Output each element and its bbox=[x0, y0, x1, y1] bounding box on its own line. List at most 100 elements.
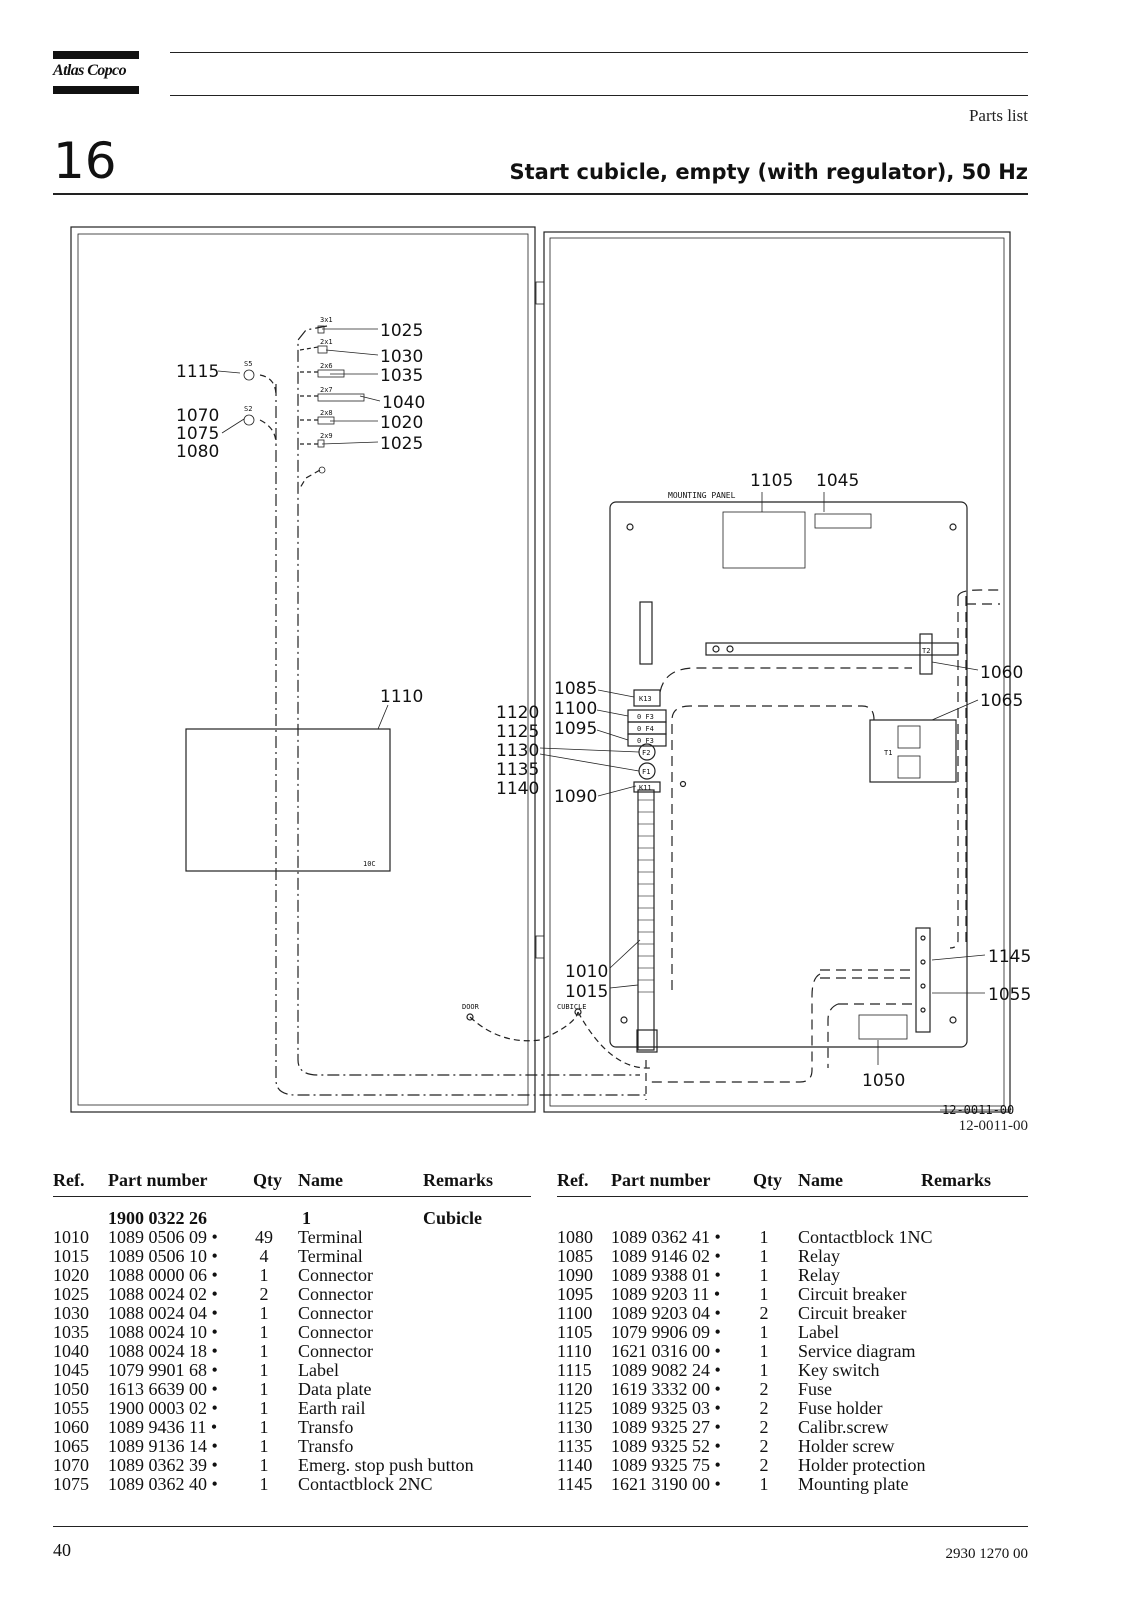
logo-bar-top bbox=[53, 51, 139, 59]
label-cubicle: CUBICLE bbox=[557, 1003, 587, 1011]
cell-ref: 1025 bbox=[53, 1284, 89, 1304]
callout-1090: 1090 bbox=[554, 787, 597, 807]
cell-ref: 1140 bbox=[557, 1455, 593, 1475]
col-header-ref: Ref. bbox=[53, 1170, 85, 1190]
cell-name: Fuse bbox=[798, 1379, 833, 1399]
callout-1145: 1145 bbox=[988, 947, 1031, 967]
callout-1065: 1065 bbox=[980, 691, 1023, 711]
cell-ref: 1080 bbox=[557, 1227, 593, 1247]
cell-part: 1089 9325 27 • bbox=[611, 1417, 721, 1437]
cell-name: Relay bbox=[798, 1265, 840, 1285]
cell-qty: 1 bbox=[759, 1474, 769, 1494]
cell-name: Calibr.screw bbox=[798, 1417, 889, 1437]
cell-name: Connector bbox=[298, 1265, 373, 1285]
cell-name: Earth rail bbox=[298, 1398, 366, 1418]
cell-qty: 1 bbox=[759, 1265, 769, 1285]
cell-ref: 1015 bbox=[53, 1246, 89, 1266]
cell-ref: 1040 bbox=[53, 1341, 89, 1361]
callout-1095: 1095 bbox=[554, 719, 597, 739]
cell-ref: 1010 bbox=[53, 1227, 89, 1247]
cubicle-drawing: 1025 1030 1035 1040 1020 1025 1115 1070 … bbox=[70, 226, 1031, 1117]
cell-ref: 1085 bbox=[557, 1246, 593, 1266]
cell-qty: 4 bbox=[259, 1246, 269, 1266]
callout-1100: 1100 bbox=[554, 699, 597, 719]
col-header-name: Name bbox=[298, 1170, 343, 1190]
cell-part: 1089 9136 14 • bbox=[108, 1436, 218, 1456]
cell-ref: 1045 bbox=[53, 1360, 89, 1380]
callout-1070: 1070 bbox=[176, 406, 219, 426]
cell-part: 1619 3332 00 • bbox=[611, 1379, 721, 1399]
col-header-qty: Qty bbox=[253, 1170, 282, 1190]
cell-part: 1900 0003 02 • bbox=[108, 1398, 218, 1418]
din-rail-top bbox=[639, 601, 653, 665]
door-outline bbox=[70, 226, 536, 1113]
cell-ref: 1070 bbox=[53, 1455, 89, 1475]
cell-name: Contactblock 2NC bbox=[298, 1474, 433, 1494]
cell-ref: 1090 bbox=[557, 1265, 593, 1285]
cell-ref: 1110 bbox=[557, 1341, 592, 1361]
cell-part: 1088 0000 06 • bbox=[108, 1265, 218, 1285]
drawing-code: 12-0011-00 bbox=[958, 1118, 1028, 1134]
cell-ref: 1130 bbox=[557, 1417, 593, 1437]
label-door: DOOR bbox=[462, 1003, 480, 1011]
callout-1085: 1085 bbox=[554, 679, 597, 699]
cell-name: Emerg. stop push button bbox=[298, 1455, 474, 1475]
cell-qty: 1 bbox=[259, 1436, 269, 1456]
col-header-part: Part number bbox=[611, 1170, 711, 1190]
cell-qty: 2 bbox=[259, 1284, 269, 1304]
cell-part: 1088 0024 18 • bbox=[108, 1341, 218, 1361]
assembly-part: 1900 0322 26 bbox=[108, 1208, 207, 1228]
cell-ref: 1115 bbox=[557, 1360, 592, 1380]
cell-qty: 2 bbox=[759, 1379, 769, 1399]
label-2x8: 2x8 bbox=[320, 409, 333, 417]
cell-part: 1089 9325 03 • bbox=[611, 1398, 721, 1418]
cell-part: 1089 9203 11 • bbox=[611, 1284, 721, 1304]
cell-qty: 1 bbox=[759, 1322, 769, 1342]
cell-ref: 1035 bbox=[53, 1322, 89, 1342]
col-header-part: Part number bbox=[108, 1170, 208, 1190]
cell-qty: 1 bbox=[259, 1379, 269, 1399]
cell-ref: 1050 bbox=[53, 1379, 89, 1399]
label-f3a: 0 F3 bbox=[637, 713, 654, 721]
label-t2: T2 bbox=[922, 647, 930, 655]
cell-name: Connector bbox=[298, 1322, 373, 1342]
label-k13: K13 bbox=[639, 695, 652, 703]
service-diagram-box bbox=[185, 728, 391, 872]
cell-name: Service diagram bbox=[798, 1341, 916, 1361]
cell-ref: 1020 bbox=[53, 1265, 89, 1285]
drawing-code-inner: 12-0011-00 bbox=[942, 1103, 1014, 1117]
callout-1075: 1075 bbox=[176, 424, 219, 444]
cell-qty: 1 bbox=[759, 1227, 769, 1247]
mounting-panel bbox=[609, 501, 968, 1048]
label-mounting-panel: MOUNTING PANEL bbox=[668, 491, 736, 500]
callout-1035: 1035 bbox=[380, 366, 423, 386]
cell-part: 1613 6639 00 • bbox=[108, 1379, 218, 1399]
cell-ref: 1055 bbox=[53, 1398, 89, 1418]
section-title: Parts list bbox=[968, 106, 1028, 125]
cell-ref: 1030 bbox=[53, 1303, 89, 1323]
cell-name: Holder protection bbox=[798, 1455, 926, 1475]
label-f1: F1 bbox=[642, 768, 650, 776]
cell-name: Fuse holder bbox=[798, 1398, 883, 1418]
label-2x9: 2x9 bbox=[320, 432, 333, 440]
label-3x1: 3x1 bbox=[320, 316, 333, 324]
label-box-code: 10C bbox=[363, 860, 376, 868]
cell-name: Contactblock 1NC bbox=[798, 1227, 933, 1247]
label-f4: 0 F4 bbox=[637, 725, 654, 733]
cell-name: Mounting plate bbox=[798, 1474, 909, 1494]
hinge-top bbox=[535, 281, 545, 305]
